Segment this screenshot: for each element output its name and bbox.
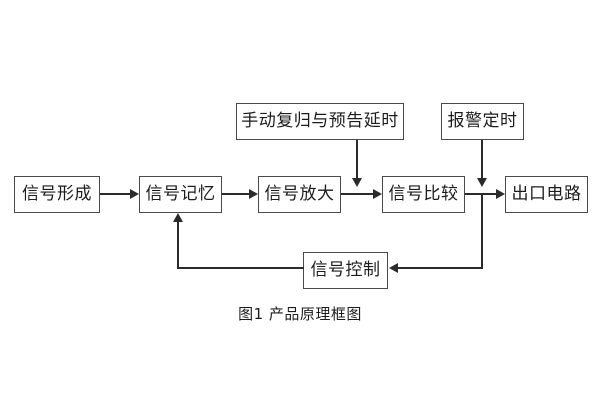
connector-memory-to-amplify (222, 193, 249, 195)
node-label: 信号比较 (388, 184, 459, 204)
arrowhead-into-signal-memory-icon (173, 213, 183, 222)
arrowhead-into-signal-control-icon (389, 263, 398, 273)
node-signal-control[interactable]: 信号控制 (303, 252, 388, 289)
arrowhead-alarm-timer-icon (477, 178, 487, 187)
connector-amplify-to-compare (341, 193, 373, 195)
node-output-circuit[interactable]: 出口电路 (505, 176, 588, 213)
connector-compare-to-output (465, 193, 496, 195)
connector-forming-to-memory (100, 193, 130, 195)
node-signal-forming[interactable]: 信号形成 (14, 176, 100, 213)
node-signal-compare[interactable]: 信号比较 (382, 176, 465, 213)
arrowhead-compare-to-output-icon (496, 189, 505, 199)
figure-caption: 图1 产品原理框图 (238, 305, 362, 323)
connector-control-feedback-vertical (177, 222, 179, 269)
node-label: 信号记忆 (145, 184, 216, 204)
node-signal-amplify[interactable]: 信号放大 (258, 176, 341, 213)
node-label: 信号放大 (264, 184, 335, 204)
node-label: 信号形成 (22, 184, 92, 204)
node-alarm-timer[interactable]: 报警定时 (441, 103, 524, 140)
connector-compare-branch-down (481, 193, 483, 269)
node-signal-memory[interactable]: 信号记忆 (139, 176, 222, 213)
node-label: 报警定时 (447, 111, 518, 131)
node-manual-reset-delay[interactable]: 手动复归与预告延时 (236, 103, 404, 140)
node-label: 手动复归与预告延时 (241, 111, 399, 131)
arrowhead-manual-reset-icon (352, 178, 362, 187)
connector-control-feedback-horizontal (177, 267, 304, 269)
connector-alarm-timer-dropline (481, 140, 483, 178)
node-label: 出口电路 (511, 184, 582, 204)
connector-manual-reset-dropline (356, 140, 358, 178)
arrowhead-amplify-to-compare-icon (373, 189, 382, 199)
connector-compare-branch-to-control (398, 267, 483, 269)
arrowhead-memory-to-amplify-icon (249, 189, 258, 199)
node-label: 信号控制 (310, 260, 381, 280)
arrowhead-forming-to-memory-icon (130, 189, 139, 199)
